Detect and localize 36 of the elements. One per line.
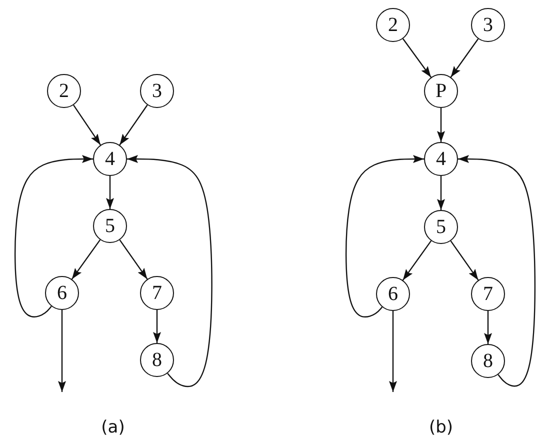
arrow xyxy=(437,176,445,210)
arrow xyxy=(71,239,101,280)
node-circle: 6 xyxy=(45,276,79,310)
arrow xyxy=(119,104,148,146)
node-circle: 3 xyxy=(140,74,174,108)
arrow xyxy=(402,240,432,281)
panel-caption: (a) xyxy=(101,418,125,438)
arrow xyxy=(119,240,148,280)
node-circle: 8 xyxy=(140,343,174,377)
node-circle: 8 xyxy=(471,344,505,378)
node-circle: 4 xyxy=(93,142,127,176)
arrow xyxy=(458,155,536,387)
node-circle: 3 xyxy=(471,8,505,42)
node-circle: 7 xyxy=(140,276,174,310)
node-circle: 5 xyxy=(424,210,458,244)
arrow xyxy=(153,310,161,343)
node-circle: 6 xyxy=(376,277,410,311)
arrow xyxy=(73,104,101,146)
panel-caption: (b) xyxy=(428,418,454,438)
arrow xyxy=(14,155,93,318)
arrow xyxy=(450,38,479,78)
node-circle: 5 xyxy=(93,209,127,243)
arrow xyxy=(127,155,212,388)
arrow xyxy=(106,176,114,209)
arrow xyxy=(484,311,492,344)
node-circle: 2 xyxy=(376,8,410,42)
node-circle: 4 xyxy=(424,142,458,176)
arrow xyxy=(402,38,432,78)
arrow xyxy=(389,311,397,392)
arrow xyxy=(346,155,424,318)
node-circle: 2 xyxy=(47,74,81,108)
node-circle: P xyxy=(424,74,458,108)
arrow xyxy=(450,240,479,280)
arrow xyxy=(58,310,66,392)
arrow xyxy=(437,108,445,142)
node-circle: 7 xyxy=(471,277,505,311)
